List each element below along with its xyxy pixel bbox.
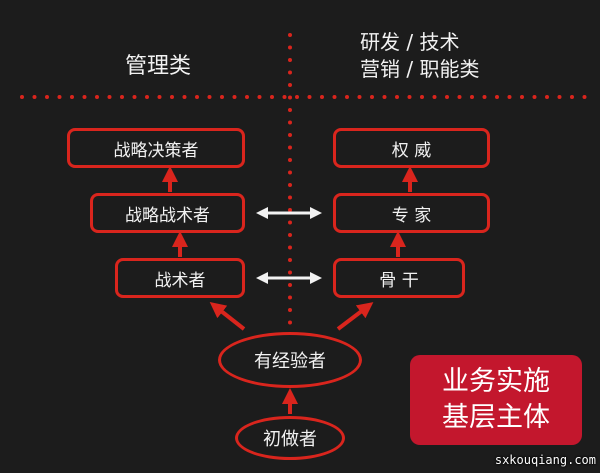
professional-track-header-line2: 营销 / 职能类 <box>360 57 480 81</box>
foundation-badge: 业务实施 基层主体 <box>410 355 582 445</box>
node-beginner: 初做者 <box>235 416 345 460</box>
node-strategy-tactics: 战略战术者 <box>90 193 245 233</box>
arrow-experienced-to-backbone <box>336 302 374 331</box>
professional-track-header-line1: 研发 / 技术 <box>360 30 460 54</box>
management-track-header: 管理类 <box>124 54 191 79</box>
badge-line1: 业务实施 <box>442 366 550 397</box>
node-expert: 专 家 <box>333 193 490 233</box>
node-experienced: 有经验者 <box>218 332 362 388</box>
badge-line2: 基层主体 <box>442 402 550 433</box>
node-backbone: 骨 干 <box>333 258 465 298</box>
arrow-experienced-to-tactics <box>209 302 246 331</box>
node-authority: 权 威 <box>333 128 490 168</box>
watermark: sxkouqiang.com <box>494 453 596 467</box>
node-strategic-decision-maker: 战略决策者 <box>67 128 245 168</box>
node-tactician: 战术者 <box>115 258 245 298</box>
